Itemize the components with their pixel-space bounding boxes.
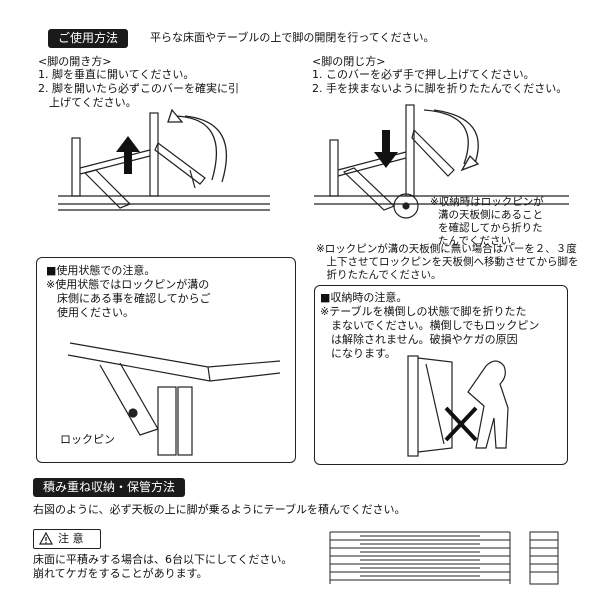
usage-intro: 平らな床面やテーブルの上で脚の開閉を行ってください。 (150, 31, 435, 44)
storage-line-1: ※テーブルを横倒しの状態で脚を折りたた (320, 305, 527, 318)
lockpin-closeup-illustration (67, 342, 281, 456)
open-step-2-cont: 上げてください。 (38, 96, 137, 109)
down-arrow-icon (374, 130, 398, 168)
lockpin-note-2: 溝の天板側にあること (438, 209, 543, 221)
open-legs-illustration (58, 108, 270, 211)
lockpin-warning-1: ※ロックピンが溝の天板側に無い場合はバーを２、３度 (316, 243, 577, 255)
open-step-2: 2. 脚を開いたら必ずこのバーを確実に引 (38, 82, 239, 95)
curved-arrow-icon (167, 108, 228, 183)
storage-line-2: まないでください。横倒しでもロックピン (320, 319, 540, 332)
in-use-line-2: 床側にある事を確認してからご (46, 292, 211, 305)
caution-line-1: 床面に平積みする場合は、6台以下にしてください。 (33, 553, 293, 566)
storage-title: ■収納時の注意。 (320, 291, 408, 304)
curved-arrow-icon (423, 109, 480, 172)
prohibited-x-icon (444, 406, 478, 442)
close-step-2: 2. 手を挟まないように脚を折りたたんでください。 (312, 82, 568, 95)
caution-label: 注 意 (58, 532, 84, 545)
lockpin-warning-3: 折りたたんでください。 (316, 269, 442, 281)
lockpin-note-1: ※収納時はロックピンが (430, 196, 544, 208)
close-step-1: 1. このバーを必ず手で押し上げてください。 (312, 68, 535, 81)
storage-line-4: になります。 (320, 347, 396, 360)
warning-triangle-icon (38, 531, 54, 545)
lockpin-note-4: たんでください。 (438, 235, 522, 247)
close-heading: <脚の閉じ方> (312, 55, 386, 68)
caution-line-2: 崩れてケガをすることがあります。 (33, 567, 208, 580)
lockpin-label: ロックピン (60, 433, 115, 446)
close-legs-illustration (314, 104, 569, 219)
usage-title: ご使用方法 (48, 29, 129, 48)
stacking-title: 積み重ね収納・保管方法 (33, 478, 186, 497)
lockpin-warning-2: 上下させてロックピンを天板側へ移動させてから脚を (316, 256, 579, 268)
stacked-tables-illustration (329, 531, 559, 585)
caution-badge: 注 意 (33, 529, 101, 549)
stacking-intro: 右図のように、必ず天板の上に脚が乗るようにテーブルを積んでください。 (33, 503, 406, 516)
in-use-line-3: 使用ください。 (46, 306, 134, 319)
sideways-table-illustration (407, 355, 509, 457)
in-use-title: ■使用状態での注意。 (46, 264, 156, 277)
storage-caution-box (314, 285, 568, 465)
up-arrow-icon (116, 136, 140, 174)
in-use-line-1: ※使用状態ではロックピンが溝の (46, 278, 210, 291)
lockpin-note-3: を確認してから折りた (438, 222, 543, 234)
open-step-1: 1. 脚を垂直に開いてください。 (38, 68, 195, 81)
open-heading: <脚の開き方> (38, 55, 112, 68)
storage-line-3: は解除されません。破損やケガの原因 (320, 333, 518, 346)
